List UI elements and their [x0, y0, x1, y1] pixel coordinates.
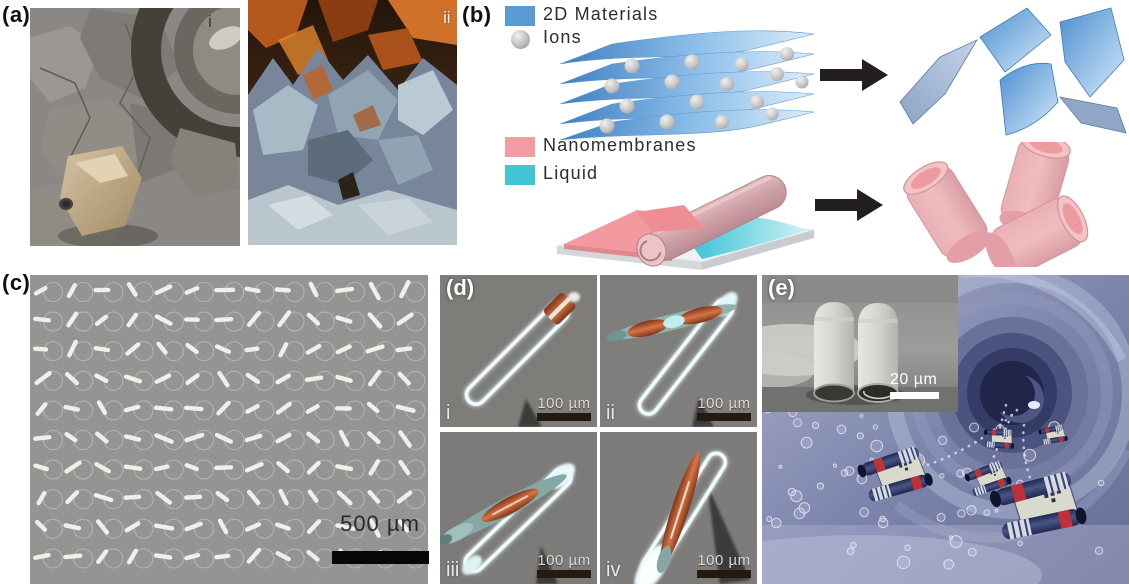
legend-swatch-nanomembranes [505, 137, 535, 157]
legend-label-ions: Ions [543, 27, 582, 47]
rolled-tube [636, 175, 787, 267]
microtube-on-loop-ii [600, 275, 757, 427]
microtube-grid [33, 280, 426, 569]
legend-label-2d-materials: 2D Materials [543, 4, 659, 24]
scalebar [890, 392, 939, 399]
rolled-tube-1 [813, 302, 855, 403]
scalebar [697, 570, 751, 578]
arrow-right-icon [820, 59, 888, 91]
layered-2d-materials-illustration [559, 30, 815, 141]
panel-d-i-scalebar: 100 µm [537, 395, 591, 421]
panel-e-inset-scalebar: 20 µm [890, 371, 939, 399]
panel-d-iii-scalebar: 100 µm [537, 552, 591, 578]
scalebar-label: 20 µm [890, 371, 938, 388]
panel-a-photo-i: i [30, 8, 240, 246]
panel-c-sem-array: 500 µm [30, 275, 429, 584]
panel-d-sub-ii-label: ii [606, 402, 615, 424]
rolling-nanomembrane-illustration [556, 175, 815, 270]
panel-a-label: (a) [2, 2, 31, 27]
panel-c-label: (c) [2, 270, 31, 295]
legend-swatch-liquid [505, 165, 535, 185]
scalebar-label: 100 µm [537, 552, 591, 569]
panel-d-sub-i-label: i [446, 402, 451, 424]
panel-c-scalebar-label: 500 µm [340, 511, 420, 536]
legend-swatch-2d-materials [505, 6, 535, 26]
panel-d-ii-scalebar: 100 µm [697, 395, 751, 421]
intercalated-ions [599, 47, 809, 134]
panel-d-iv-scalebar: 100 µm [697, 552, 751, 578]
panel-a-photo-ii: ii [248, 0, 457, 245]
scalebar-label: 100 µm [537, 395, 591, 412]
panel-d-label: (d) [446, 275, 475, 300]
scalebar [537, 570, 591, 578]
rolled-nanomembrane-tubes-illustration [897, 142, 1095, 267]
sem-microtube-array [30, 275, 428, 584]
panel-c-scalebar [332, 551, 429, 564]
panel-d-subpanel-iii: iii 100 µm [440, 432, 597, 584]
panel-a-sub-i-label: i [208, 12, 212, 31]
panel-d-subpanel-ii: ii 100 µm [600, 275, 757, 427]
panel-e-render: 20 µm (e) [762, 275, 1129, 584]
flakes-photo-illustration [248, 0, 457, 245]
scalebar-label: 100 µm [697, 552, 751, 569]
sem-rolled-tubes [762, 275, 958, 412]
arrow-right-icon [815, 189, 883, 221]
legend-label-liquid: Liquid [543, 163, 599, 183]
panel-e-sem-inset: 20 µm [762, 275, 958, 412]
bubbles [763, 388, 1105, 570]
legend-swatch-ion-sphere [511, 30, 530, 49]
microtube-on-loop-iii [440, 432, 597, 584]
legend-label-nanomembranes: Nanomembranes [543, 135, 697, 155]
panel-b-label: (b) [462, 2, 492, 27]
microtube-on-loop-iv [600, 432, 757, 584]
panel-a-sub-ii-label: ii [443, 8, 451, 27]
exfoliated-flakes-illustration [899, 7, 1127, 136]
scalebar [697, 413, 751, 421]
panel-d-subpanel-iv: iv 100 µm [600, 432, 757, 584]
microtube-on-loop-i [440, 275, 597, 427]
panel-d-subpanel-i: (d) i 100 µm [440, 275, 597, 427]
panel-d-sub-iv-label: iv [606, 559, 621, 581]
rock-photo-illustration [30, 8, 240, 246]
scalebar [537, 413, 591, 421]
panel-d-sub-iii-label: iii [446, 559, 460, 581]
scalebar-label: 100 µm [697, 395, 751, 412]
panel-e-label: (e) [768, 275, 795, 300]
vessel-tunnel [878, 275, 1129, 543]
material-layers [559, 30, 815, 141]
